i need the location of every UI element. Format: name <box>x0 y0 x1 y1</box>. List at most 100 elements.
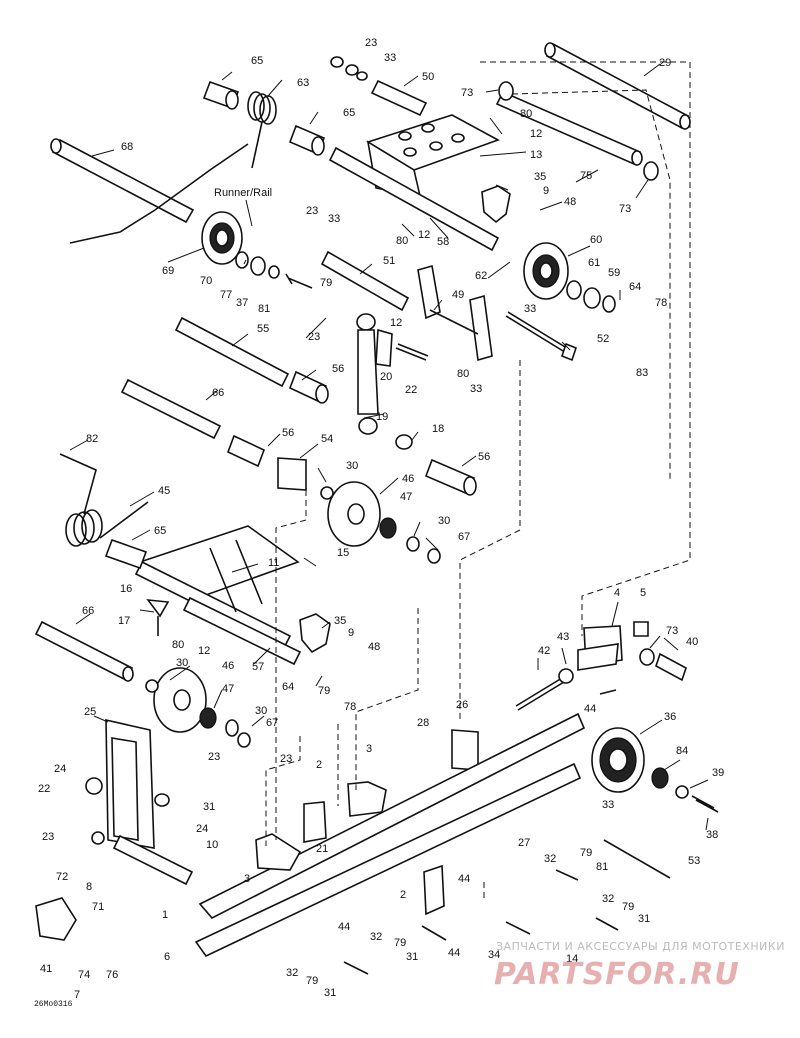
callout-3-b: 3 <box>244 873 250 885</box>
shaft-51 <box>320 250 410 312</box>
callout-11: 11 <box>268 557 279 569</box>
callout-48-b: 48 <box>368 641 380 653</box>
callout-3-a: 3 <box>366 743 372 755</box>
washer-73-b <box>643 161 659 181</box>
callout-23-e: 23 <box>280 753 292 765</box>
callout-69: 69 <box>162 265 174 277</box>
callout-32-b: 32 <box>602 893 614 905</box>
callout-leader-lines <box>69 63 709 831</box>
assembly-guide-lines <box>265 61 691 902</box>
parts-geometry <box>34 42 719 975</box>
callout-6: 6 <box>164 951 170 963</box>
bolt-31-d <box>595 917 619 931</box>
callout-53: 53 <box>688 855 700 867</box>
callout-66-b: 66 <box>82 605 94 617</box>
shaft-66-b <box>34 620 134 682</box>
callout-72: 72 <box>56 871 68 883</box>
callout-32-a: 32 <box>544 853 556 865</box>
callout-23-d: 23 <box>208 751 220 763</box>
shaft-29 <box>544 42 691 130</box>
callout-73-a: 73 <box>461 87 473 99</box>
frame-11 <box>134 525 302 666</box>
bolt-31-c <box>505 921 531 935</box>
callout-79-c: 79 <box>580 847 592 859</box>
wheel-46-b <box>153 667 207 733</box>
callout-57: 57 <box>252 661 264 673</box>
callout-5: 5 <box>640 587 646 599</box>
callout-23-f: 23 <box>42 831 54 843</box>
callout-21: 21 <box>316 843 328 855</box>
shaft-58 <box>328 146 500 252</box>
callout-34: 34 <box>488 949 500 961</box>
callout-81-a: 81 <box>258 303 270 315</box>
bracket-54 <box>277 457 307 491</box>
bracket-3-a <box>347 781 387 817</box>
callout-44-c: 44 <box>338 921 350 933</box>
callout-79-d: 79 <box>622 901 634 913</box>
nut-5 <box>633 621 649 637</box>
callout-44-d: 44 <box>448 947 460 959</box>
callout-67-b: 67 <box>266 717 278 729</box>
callout-12-d: 12 <box>198 645 210 657</box>
shaft-10 <box>112 834 194 886</box>
callout-76: 76 <box>106 969 118 981</box>
callout-32-d: 32 <box>286 967 298 979</box>
callout-12-b: 12 <box>418 229 430 241</box>
callout-63: 63 <box>297 77 309 89</box>
spring-63 <box>247 91 277 169</box>
bolt-42 <box>515 677 565 711</box>
wheel-46-a <box>327 481 381 547</box>
callout-16: 16 <box>120 583 132 595</box>
callout-78-a: 78 <box>655 297 667 309</box>
callout-49: 49 <box>452 289 464 301</box>
callout-67-a: 67 <box>458 531 470 543</box>
callout-55: 55 <box>257 323 269 335</box>
callout-24-b: 24 <box>196 823 208 835</box>
callout-10: 10 <box>206 839 218 851</box>
callout-18: 18 <box>432 423 444 435</box>
callout-65-b: 65 <box>343 107 355 119</box>
shaft-55 <box>174 316 290 388</box>
callout-56-b: 56 <box>282 427 294 439</box>
sleeve-50 <box>370 79 428 117</box>
callout-9-b: 9 <box>348 627 354 639</box>
callout-41: 41 <box>40 963 52 975</box>
bolt-31-b <box>343 961 369 975</box>
callout-48-a: 48 <box>564 196 576 208</box>
callout-38: 38 <box>706 829 718 841</box>
callout-56-c: 56 <box>478 451 490 463</box>
callout-28: 28 <box>417 717 429 729</box>
callout-30-d: 30 <box>255 705 267 717</box>
callout-30-c: 30 <box>176 657 188 669</box>
callout-52: 52 <box>597 333 609 345</box>
callout-29: 29 <box>659 57 671 69</box>
callout-8: 8 <box>86 881 92 893</box>
shock-absorber-19 <box>356 313 393 435</box>
callout-79-a: 79 <box>320 277 332 289</box>
bolt-22-a <box>395 343 429 361</box>
callout-70: 70 <box>200 275 212 287</box>
callout-35-b: 35 <box>334 615 346 627</box>
callout-44-a: 44 <box>584 703 596 715</box>
callout-31-c: 31 <box>406 951 418 963</box>
bolt-38 <box>691 795 719 813</box>
block-26 <box>451 729 479 771</box>
callout-23-c: 23 <box>308 331 320 343</box>
shaft-68 <box>50 138 249 244</box>
watermark-tagline: ЗАПЧАСТИ И АКСЕССУАРЫ ДЛЯ МОТОТЕХНИКИ <box>496 940 785 953</box>
callout-1: 1 <box>162 909 168 921</box>
callout-58: 58 <box>437 236 449 248</box>
callout-31-b: 31 <box>638 913 650 925</box>
callout-71: 71 <box>92 901 104 913</box>
bolt-53 <box>603 839 671 879</box>
callout-12-c: 12 <box>390 317 402 329</box>
shaft-66-a <box>120 378 222 440</box>
axle-40 <box>655 652 687 682</box>
spring-45 <box>59 453 149 547</box>
callout-59: 59 <box>608 267 620 279</box>
callout-24-a: 24 <box>54 763 66 775</box>
callout-80-a: 80 <box>520 108 532 120</box>
bolt-31-a <box>421 925 447 941</box>
callout-33-d: 33 <box>470 383 482 395</box>
callout-79-f: 79 <box>306 975 318 987</box>
